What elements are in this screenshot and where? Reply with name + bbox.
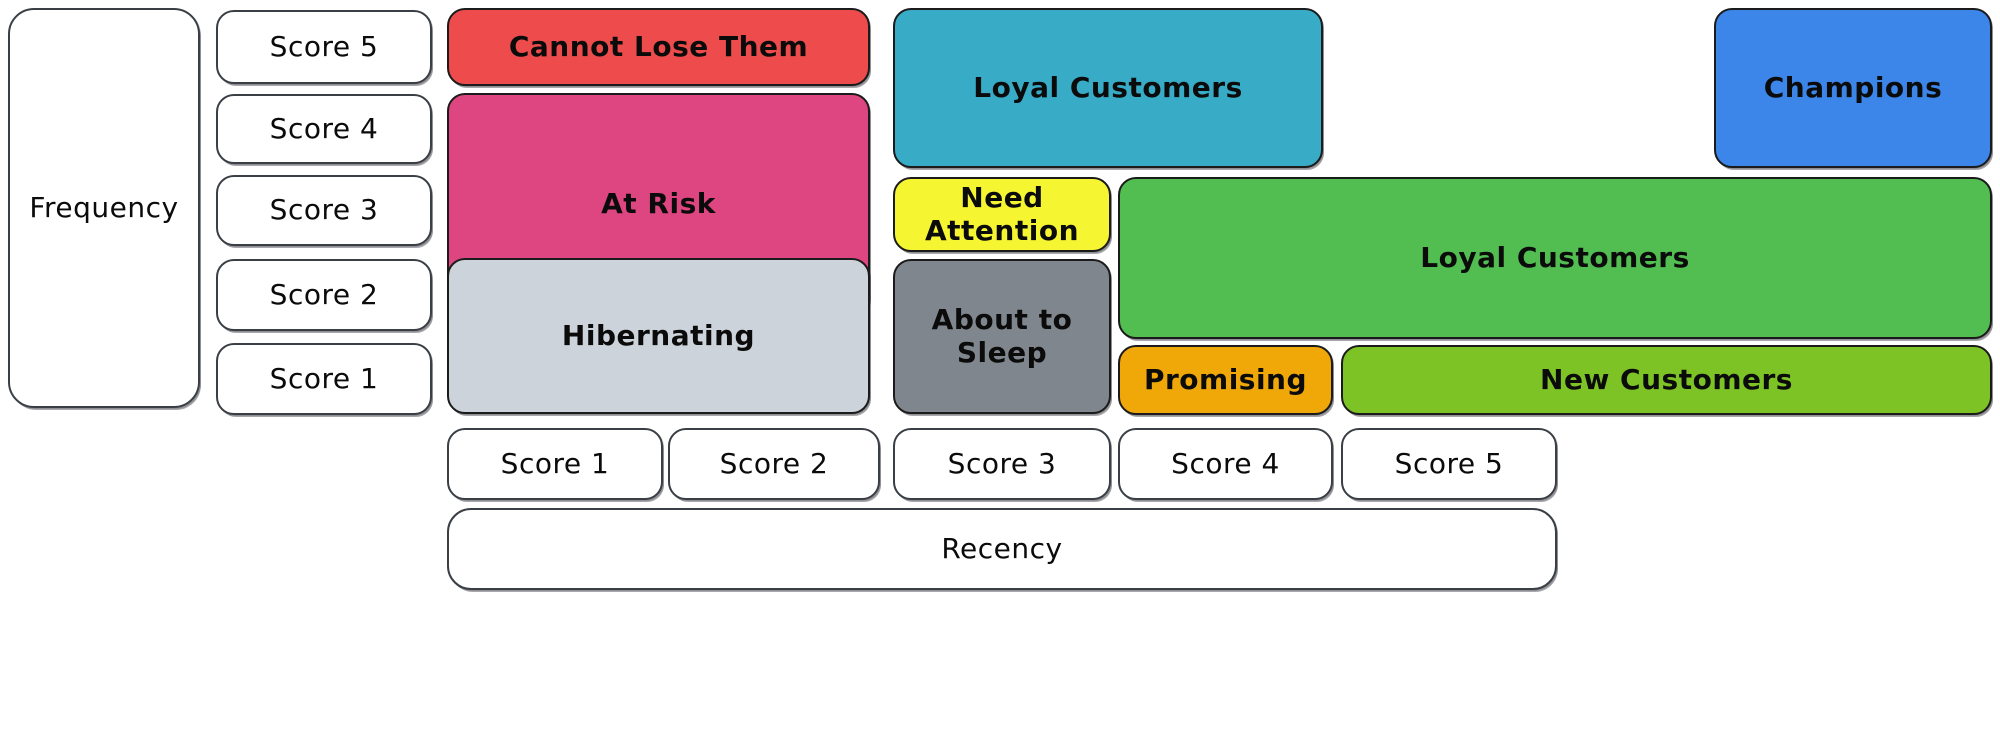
- segment-about-to-sleep-label: About to Sleep: [931, 303, 1073, 369]
- frequency-score-3-text: Score 3: [269, 193, 379, 227]
- recency-score-4: Score 4: [1118, 428, 1333, 500]
- recency-score-3: Score 3: [893, 428, 1111, 500]
- segment-hibernating-label: Hibernating: [561, 318, 756, 352]
- segment-cannot-lose-them[interactable]: Cannot Lose Them: [447, 8, 870, 86]
- segment-champions[interactable]: Champions: [1714, 8, 1992, 168]
- segment-new-customers-label: New Customers: [1540, 362, 1793, 396]
- segment-hibernating[interactable]: Hibernating: [447, 258, 870, 414]
- segment-new-customers[interactable]: New Customers: [1341, 345, 1992, 415]
- recency-axis-text: Recency: [941, 531, 1063, 565]
- recency-score-3-text: Score 3: [947, 446, 1057, 480]
- frequency-score-4: Score 4: [216, 94, 432, 164]
- recency-score-1: Score 1: [447, 428, 663, 500]
- recency-axis-label: Recency: [447, 508, 1557, 590]
- segment-need-attention[interactable]: Need Attention: [893, 177, 1111, 252]
- segment-about-to-sleep[interactable]: About to Sleep: [893, 259, 1111, 414]
- frequency-axis-text: Frequency: [29, 190, 179, 224]
- recency-score-1-text: Score 1: [500, 446, 610, 480]
- segment-need-attention-label: Need Attention: [924, 181, 1079, 247]
- recency-score-2-text: Score 2: [719, 446, 829, 480]
- segment-at-risk-label: At Risk: [601, 186, 716, 220]
- frequency-score-4-text: Score 4: [269, 111, 379, 145]
- frequency-score-5: Score 5: [216, 10, 432, 84]
- recency-score-5-text: Score 5: [1394, 446, 1504, 480]
- recency-score-2: Score 2: [668, 428, 880, 500]
- segment-promising[interactable]: Promising: [1118, 345, 1333, 415]
- segment-loyal-customers-top[interactable]: Loyal Customers: [893, 8, 1323, 168]
- segment-loyal-customers-top-label: Loyal Customers: [973, 70, 1243, 104]
- frequency-score-1-text: Score 1: [269, 361, 379, 395]
- segment-champions-label: Champions: [1763, 70, 1943, 104]
- segment-promising-label: Promising: [1143, 362, 1308, 396]
- recency-score-4-text: Score 4: [1171, 446, 1280, 480]
- frequency-score-3: Score 3: [216, 175, 432, 246]
- frequency-score-2: Score 2: [216, 259, 432, 331]
- segment-loyal-customers-mid[interactable]: Loyal Customers: [1118, 177, 1992, 339]
- frequency-score-2-text: Score 2: [269, 277, 379, 311]
- frequency-score-5-text: Score 5: [269, 29, 379, 63]
- segment-cannot-lose-them-label: Cannot Lose Them: [508, 29, 809, 63]
- segment-loyal-customers-mid-label: Loyal Customers: [1420, 240, 1690, 274]
- frequency-axis-label: Frequency: [8, 8, 200, 408]
- frequency-score-1: Score 1: [216, 343, 432, 415]
- recency-score-5: Score 5: [1341, 428, 1557, 500]
